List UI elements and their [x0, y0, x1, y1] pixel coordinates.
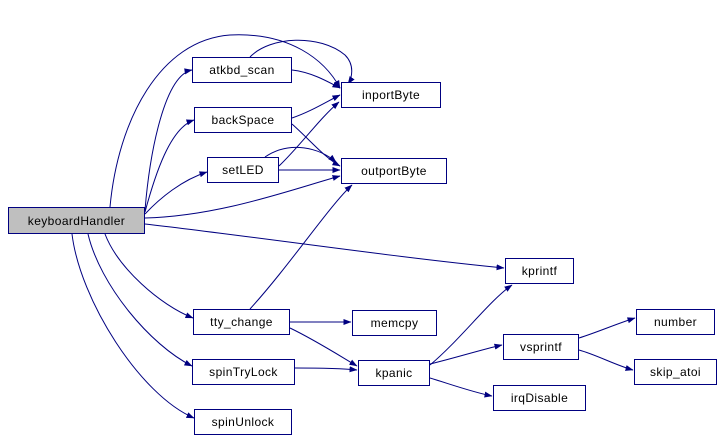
graph-node-label: outportByte — [361, 164, 427, 178]
edge-paths — [71, 34, 636, 419]
graph-edge-spinTryLock-to-kpanic — [294, 366, 358, 373]
graph-node-kprintf[interactable]: kprintf — [505, 258, 574, 284]
graph-node-label: setLED — [222, 163, 264, 177]
graph-node-label: memcpy — [370, 316, 419, 330]
graph-node-spinTryLock[interactable]: spinTryLock — [192, 359, 295, 385]
graph-edge-kpanic-to-irqDisable — [429, 377, 493, 398]
graph-node-number[interactable]: number — [636, 309, 715, 335]
graph-edge-keyboardHandler-to-setLED — [144, 171, 208, 215]
graph-edge-keyboardHandler-to-spinUnlock — [71, 233, 195, 419]
graph-edge-setLED-to-inportByte — [278, 101, 340, 167]
graph-edge-keyboardHandler-to-kprintf — [144, 223, 505, 271]
graph-node-label: spinUnlock — [211, 415, 275, 429]
graph-edge-keyboardHandler-to-tty_change — [104, 233, 194, 319]
graph-node-label: inportByte — [361, 88, 421, 102]
graph-node-atkbd_scan[interactable]: atkbd_scan — [192, 57, 292, 83]
graph-node-label: kpanic — [375, 366, 413, 380]
graph-node-label: vsprintf — [520, 340, 562, 354]
graph-node-irqDisable[interactable]: irqDisable — [493, 385, 586, 411]
graph-edge-kpanic-to-kprintf — [429, 284, 513, 366]
graph-edge-vsprintf-to-skip_atoi — [578, 349, 634, 371]
graph-node-kpanic[interactable]: kpanic — [358, 360, 430, 386]
graph-node-spinUnlock[interactable]: spinUnlock — [194, 409, 292, 435]
graph-node-backSpace[interactable]: backSpace — [194, 107, 292, 133]
graph-edge-tty_change-to-outportByte — [249, 184, 353, 310]
graph-edge-keyboardHandler-to-atkbd_scan — [144, 68, 193, 211]
graph-node-label: kprintf — [521, 264, 558, 278]
graph-node-tty_change[interactable]: tty_change — [193, 309, 290, 335]
graph-node-label: tty_change — [210, 315, 273, 329]
graph-node-keyboardHandler[interactable]: keyboardHandler — [8, 207, 145, 234]
graph-node-label: atkbd_scan — [209, 63, 275, 77]
graph-node-setLED[interactable]: setLED — [207, 157, 279, 183]
graph-node-label: number — [653, 315, 698, 329]
graph-node-label: skip_atoi — [650, 365, 701, 379]
graph-node-label: irqDisable — [510, 391, 569, 405]
graph-edge-keyboardHandler-to-outportByte — [144, 175, 341, 219]
graph-edge-tty_change-to-kpanic — [289, 327, 358, 367]
graph-edge-keyboardHandler-to-inportByte — [109, 34, 341, 208]
graph-node-outportByte[interactable]: outportByte — [341, 158, 447, 184]
graph-edge-backSpace-to-inportByte — [291, 94, 341, 119]
graph-node-vsprintf[interactable]: vsprintf — [503, 334, 579, 360]
graph-edge-atkbd_scan-to-inportByte — [291, 69, 341, 89]
graph-edge-setLED-to-outportByte — [264, 146, 337, 163]
graph-node-skip_atoi[interactable]: skip_atoi — [634, 359, 717, 385]
graph-edge-atkbd_scan-to-inportByte — [249, 39, 355, 85]
graph-node-label: keyboardHandler — [27, 213, 126, 228]
graph-node-inportByte[interactable]: inportByte — [341, 82, 441, 108]
graph-edge-backSpace-to-outportByte — [291, 123, 341, 167]
graph-edge-keyboardHandler-to-backSpace — [144, 119, 195, 213]
graph-node-memcpy[interactable]: memcpy — [352, 310, 437, 336]
graph-edge-keyboardHandler-to-spinTryLock — [87, 233, 193, 367]
graph-node-label: spinTryLock — [209, 365, 278, 379]
graph-node-label: backSpace — [211, 113, 275, 127]
graph-edge-kpanic-to-vsprintf — [429, 343, 503, 365]
graph-edge-vsprintf-to-number — [578, 317, 636, 339]
